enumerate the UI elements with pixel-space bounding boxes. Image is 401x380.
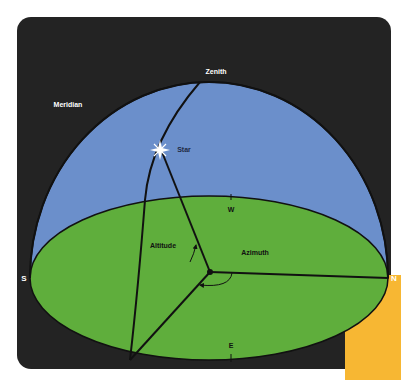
azimuth-arrow (200, 273, 232, 286)
north-line (210, 272, 388, 278)
direction-label: N (391, 275, 397, 283)
star-sightline (162, 152, 210, 272)
star-foot-line (130, 272, 210, 360)
azimuth-label: Azimuth (241, 249, 269, 256)
west-tick (231, 194, 232, 200)
zenith-label: Zenith (206, 68, 227, 75)
horizon-plane (30, 196, 388, 360)
direction-label: S (21, 275, 26, 283)
dark-panel (17, 17, 391, 369)
observer-dot (207, 269, 213, 275)
altitude-label: Altitude (150, 242, 176, 249)
meridian-label: Meridian (54, 101, 83, 108)
direction-label: W (228, 206, 235, 213)
star-symbol (150, 140, 170, 160)
east-tick (231, 354, 232, 362)
star-label: Star (177, 146, 191, 153)
direction-label: E (229, 342, 234, 349)
altitude-arrow (190, 245, 196, 262)
meridian-arc (30, 82, 388, 278)
